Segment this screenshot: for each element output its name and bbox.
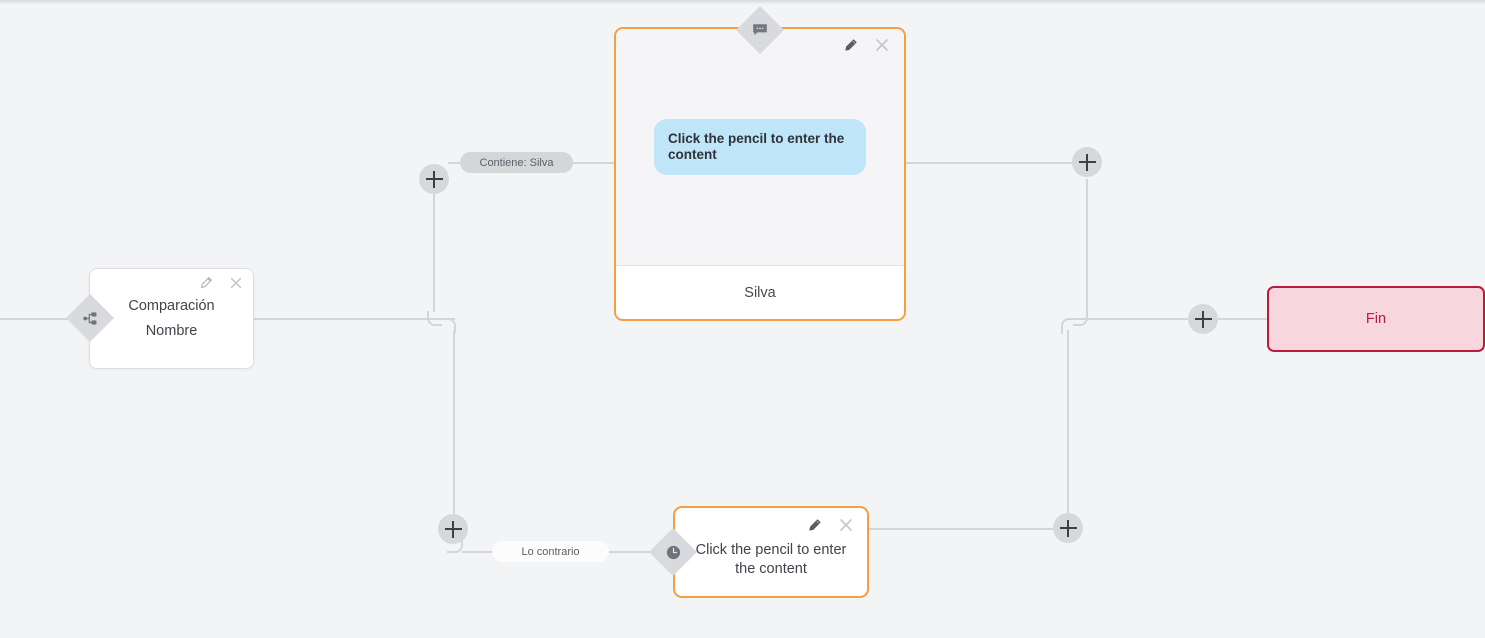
edge-false-vertical (453, 330, 455, 514)
edge-true-to-label (448, 162, 466, 164)
node-wait-type-marker (648, 527, 698, 577)
edge-false-to-label (462, 551, 498, 553)
node-message-body: Click the pencil to enter the content (616, 29, 904, 265)
edge-label-to-wait (604, 551, 652, 553)
clock-icon (665, 544, 682, 561)
edge-label-to-message (568, 162, 616, 164)
window-top-strip (0, 0, 1485, 5)
edge-corner-true-up (427, 311, 442, 326)
close-icon[interactable] (229, 276, 243, 290)
node-comparacion-subtitle: Nombre (145, 322, 198, 339)
node-message-tools (843, 37, 890, 53)
node-message-bubble-text: Click the pencil to enter the content (654, 119, 866, 175)
pencil-icon[interactable] (199, 276, 213, 290)
edge-merge-to-end-plus (1074, 318, 1188, 320)
node-fin[interactable]: Fin (1267, 286, 1485, 352)
add-after-wait-button[interactable] (1053, 513, 1083, 543)
node-comparacion-title: Comparación (128, 297, 215, 314)
add-after-message-button[interactable] (1072, 147, 1102, 177)
edge-message-out (906, 162, 1073, 164)
node-message-footer: Silva (616, 265, 904, 319)
edge-corner-wait-merge (1061, 318, 1077, 334)
edge-wait-merge-vertical (1067, 330, 1069, 514)
edge-label-lo-contrario: Lo contrario (492, 541, 609, 562)
edge-comparacion-out (254, 318, 455, 320)
edge-true-vertical (433, 179, 435, 312)
edge-wait-out (869, 528, 1054, 530)
pencil-icon[interactable] (807, 518, 822, 533)
edge-label-contiene: Contiene: Silva (460, 152, 573, 173)
edge-canvas-entry (0, 318, 72, 320)
node-message-type-marker (735, 5, 785, 55)
add-true-branch-button[interactable] (419, 164, 449, 194)
node-message[interactable]: Click the pencil to enter the content Si… (614, 27, 906, 321)
node-wait-tools (807, 517, 854, 533)
chat-bubble-icon (751, 21, 769, 39)
pencil-icon[interactable] (843, 38, 858, 53)
node-tree-icon (82, 310, 99, 327)
node-wait-body-text: Click the pencil to enter the content (695, 542, 847, 577)
node-comparacion-tools (199, 276, 243, 290)
add-false-branch-button[interactable] (438, 514, 468, 544)
edge-corner-false-down (441, 318, 456, 333)
node-comparacion[interactable]: Comparación Nombre (89, 268, 254, 369)
node-wait[interactable]: Click the pencil to enter the content (673, 506, 869, 598)
close-icon[interactable] (874, 37, 890, 53)
close-icon[interactable] (838, 517, 854, 533)
edge-message-merge-vertical (1086, 179, 1088, 312)
node-fin-label: Fin (1365, 311, 1387, 327)
node-comparacion-type-marker (65, 293, 115, 343)
add-before-end-button[interactable] (1188, 304, 1218, 334)
edge-end-plus-to-fin (1218, 318, 1268, 320)
